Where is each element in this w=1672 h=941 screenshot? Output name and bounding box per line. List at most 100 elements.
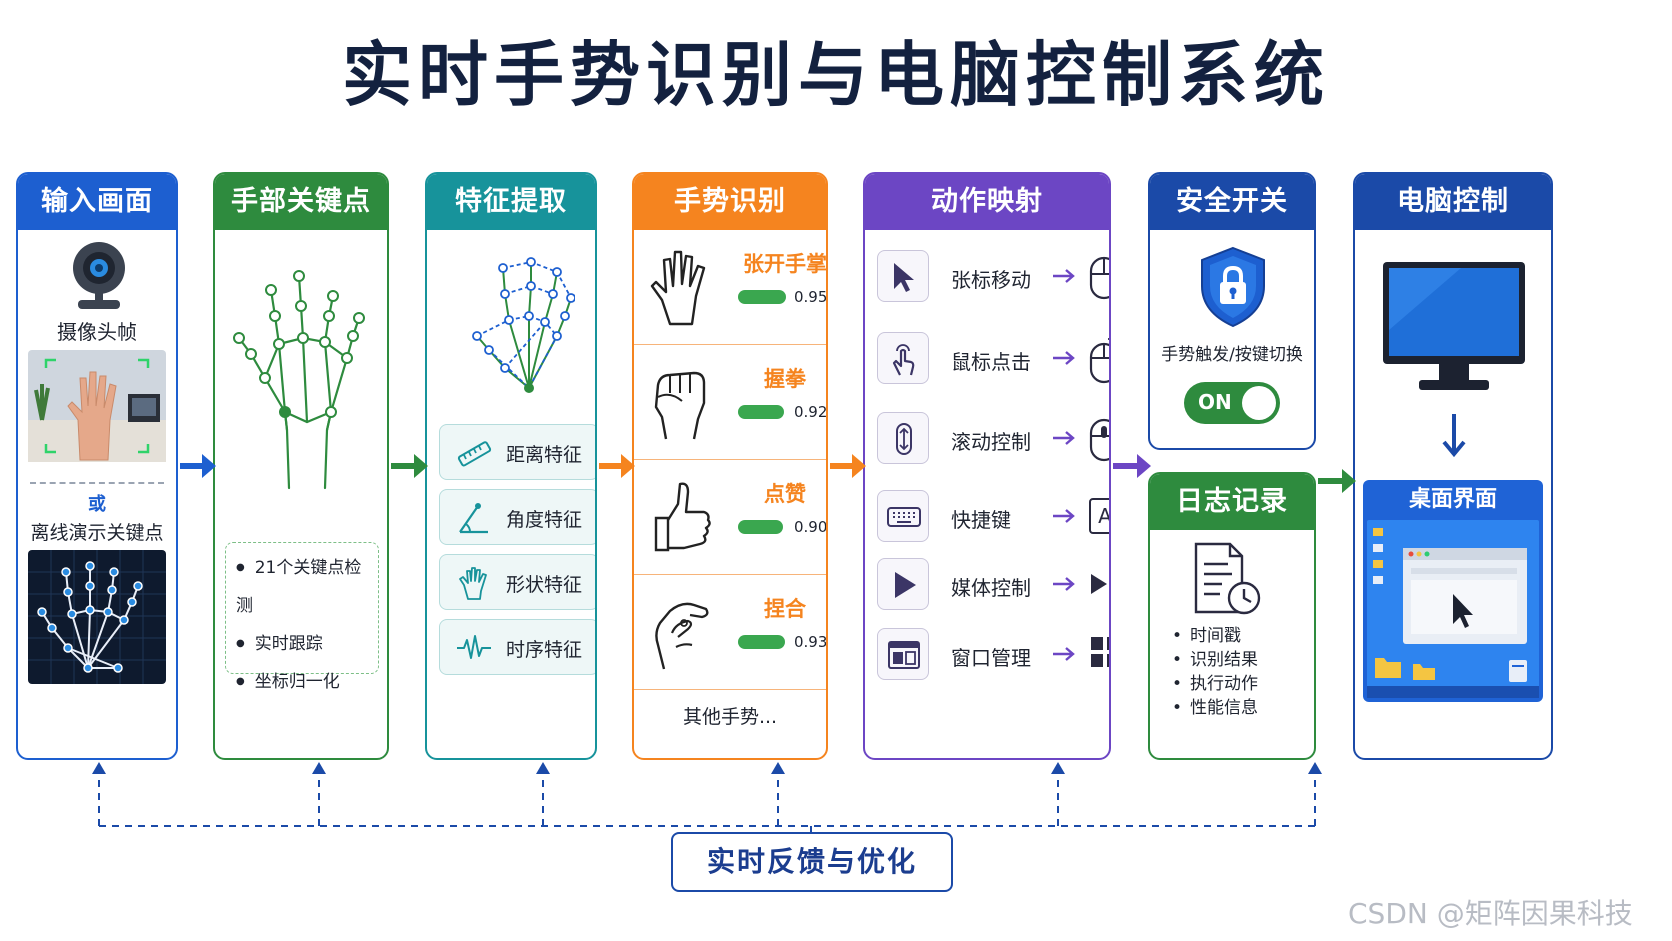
page-title: 实时手势识别与电脑控制系统 bbox=[342, 34, 1330, 116]
flow-arrow bbox=[830, 454, 866, 478]
more-gestures-label: 其他手势... bbox=[682, 706, 778, 728]
panel-log-header: 日志记录 bbox=[1150, 474, 1314, 530]
gesture-score-bar bbox=[738, 405, 784, 419]
hand-skeleton-icon bbox=[233, 270, 365, 490]
open-palm-icon bbox=[650, 250, 706, 326]
key-a-icon: A bbox=[1089, 498, 1109, 534]
gesture-score: 0.90 bbox=[794, 518, 828, 536]
panel-input: 输入画面 摄像头帧 或 离线演示关键点 bbox=[16, 172, 178, 760]
flow-arrow bbox=[599, 454, 635, 478]
panel-control: 电脑控制 桌面界面 bbox=[1353, 172, 1553, 760]
action-label: 媒体控制 bbox=[951, 576, 1031, 600]
thumbs-up-icon bbox=[654, 482, 711, 552]
panel-landmarks: 手部关键点 21个关键点检测 实时跟踪 坐标归一化 bbox=[213, 172, 389, 760]
grid-icon bbox=[1091, 637, 1109, 667]
flow-arrow bbox=[180, 454, 216, 478]
action-icon-box bbox=[877, 332, 929, 384]
feature-card-distance: 距离特征 bbox=[439, 424, 595, 480]
feature-card-label: 时序特征 bbox=[506, 639, 583, 661]
gesture-name: 握拳 bbox=[764, 367, 806, 391]
feature-card-label: 形状特征 bbox=[506, 574, 583, 596]
hand-feature-skeleton-icon bbox=[472, 257, 575, 393]
log-document-icon bbox=[1194, 542, 1261, 615]
feedback-loop bbox=[98, 772, 1316, 832]
gesture-score: 0.95 bbox=[794, 288, 828, 306]
arrow-right-icon bbox=[1053, 577, 1075, 591]
camera-frame-image bbox=[28, 350, 166, 462]
flow-arrow bbox=[1318, 469, 1356, 493]
action-icon-box bbox=[877, 250, 929, 302]
landmark-bullet: 坐标归一化 bbox=[236, 663, 378, 701]
fist-icon bbox=[654, 371, 706, 440]
ruler-icon bbox=[457, 441, 492, 467]
feature-card-label: 距离特征 bbox=[506, 444, 583, 466]
gesture-score: 0.92 bbox=[794, 403, 828, 421]
feature-card-shape: 形状特征 bbox=[439, 554, 595, 610]
play-icon bbox=[895, 572, 916, 598]
feature-card-label: 角度特征 bbox=[506, 509, 583, 531]
action-label: 鼠标点击 bbox=[951, 350, 1031, 374]
tap-icon bbox=[892, 344, 915, 376]
safety-toggle[interactable]: ON bbox=[1184, 382, 1280, 424]
panel-control-header: 电脑控制 bbox=[1355, 174, 1551, 230]
feedback-label: 实时反馈与优化 bbox=[671, 832, 953, 892]
action-row-click: 鼠标点击 bbox=[877, 332, 1109, 388]
mouse-icon bbox=[1089, 256, 1109, 300]
action-icon-box bbox=[877, 490, 929, 542]
action-icon-box bbox=[877, 412, 929, 464]
pinch-icon bbox=[655, 602, 709, 670]
action-row-window: 窗口管理 bbox=[877, 628, 1109, 684]
gesture-score-bar bbox=[738, 520, 783, 534]
or-label: 或 bbox=[88, 494, 106, 515]
gesture-score-bar bbox=[738, 290, 786, 304]
action-icon-box bbox=[877, 558, 929, 610]
divider bbox=[30, 482, 164, 484]
safety-toggle-text: ON bbox=[1198, 390, 1232, 414]
gesture-score: 0.93 bbox=[794, 633, 828, 651]
cursor-icon bbox=[894, 263, 914, 292]
mouse-click-icon bbox=[1089, 338, 1109, 384]
gesture-row-open-palm: 张开手掌 0.95 bbox=[634, 230, 828, 345]
monitor-icon bbox=[1383, 262, 1525, 390]
flow-arrow bbox=[1113, 454, 1151, 478]
action-label: 窗口管理 bbox=[951, 646, 1031, 670]
landmark-features-box: 21个关键点检测 实时跟踪 坐标归一化 bbox=[225, 542, 379, 692]
action-row-media: 媒体控制 bbox=[877, 558, 1109, 614]
feature-card-temporal: 时序特征 bbox=[439, 619, 595, 675]
arrow-right-icon bbox=[1053, 269, 1075, 283]
log-bullet: 时间戳 bbox=[1172, 624, 1258, 648]
panel-gestures-header: 手势识别 bbox=[634, 174, 826, 230]
panel-input-header: 输入画面 bbox=[18, 174, 176, 230]
hand-shape-icon bbox=[459, 567, 487, 600]
gesture-row-thumbs-up: 点赞 0.90 bbox=[634, 460, 828, 575]
panel-log: 日志记录 时间戳 识别结果 执行动作 性能信息 bbox=[1148, 472, 1316, 760]
landmark-bullet: 21个关键点检测 bbox=[236, 549, 378, 625]
panel-safety: 安全开关 手势触发/按键切换 ON bbox=[1148, 172, 1316, 450]
panel-gestures: 手势识别 张开手掌 0.95 握拳 0.92 点赞 0.90 捏合 0.93 其… bbox=[632, 172, 828, 760]
watermark: CSDN @矩阵因果科技 bbox=[1348, 897, 1633, 930]
action-label: 滚动控制 bbox=[951, 430, 1031, 454]
gesture-name: 点赞 bbox=[764, 482, 806, 506]
mouse-scroll-icon bbox=[1089, 418, 1109, 462]
action-row-scroll: 滚动控制 bbox=[877, 412, 1109, 468]
gesture-row-fist: 握拳 0.92 bbox=[634, 345, 828, 460]
panel-landmarks-header: 手部关键点 bbox=[215, 174, 387, 230]
waveform-icon bbox=[457, 635, 491, 659]
action-icon-box bbox=[877, 628, 929, 680]
panel-actions-header: 动作映射 bbox=[865, 174, 1109, 230]
offline-keypoints-image bbox=[28, 550, 166, 684]
gesture-name: 捏合 bbox=[764, 597, 806, 621]
feature-card-angle: 角度特征 bbox=[439, 489, 595, 545]
webcam-icon bbox=[73, 242, 125, 309]
arrow-down-icon bbox=[1442, 414, 1466, 458]
gesture-score-bar bbox=[738, 635, 785, 649]
safety-caption: 手势触发/按键切换 bbox=[1161, 345, 1303, 365]
action-label: 张标移动 bbox=[951, 268, 1031, 292]
shield-lock-icon bbox=[1201, 246, 1265, 328]
log-bullet: 识别结果 bbox=[1172, 648, 1258, 672]
panel-actions: 动作映射 张标移动 鼠标点击 滚动控制 快捷键 A 媒体控制 窗口管理 bbox=[863, 172, 1111, 760]
gesture-name: 张开手掌 bbox=[743, 252, 827, 276]
panel-features-header: 特征提取 bbox=[427, 174, 595, 230]
desktop-screen: 桌面界面 bbox=[1363, 480, 1543, 702]
